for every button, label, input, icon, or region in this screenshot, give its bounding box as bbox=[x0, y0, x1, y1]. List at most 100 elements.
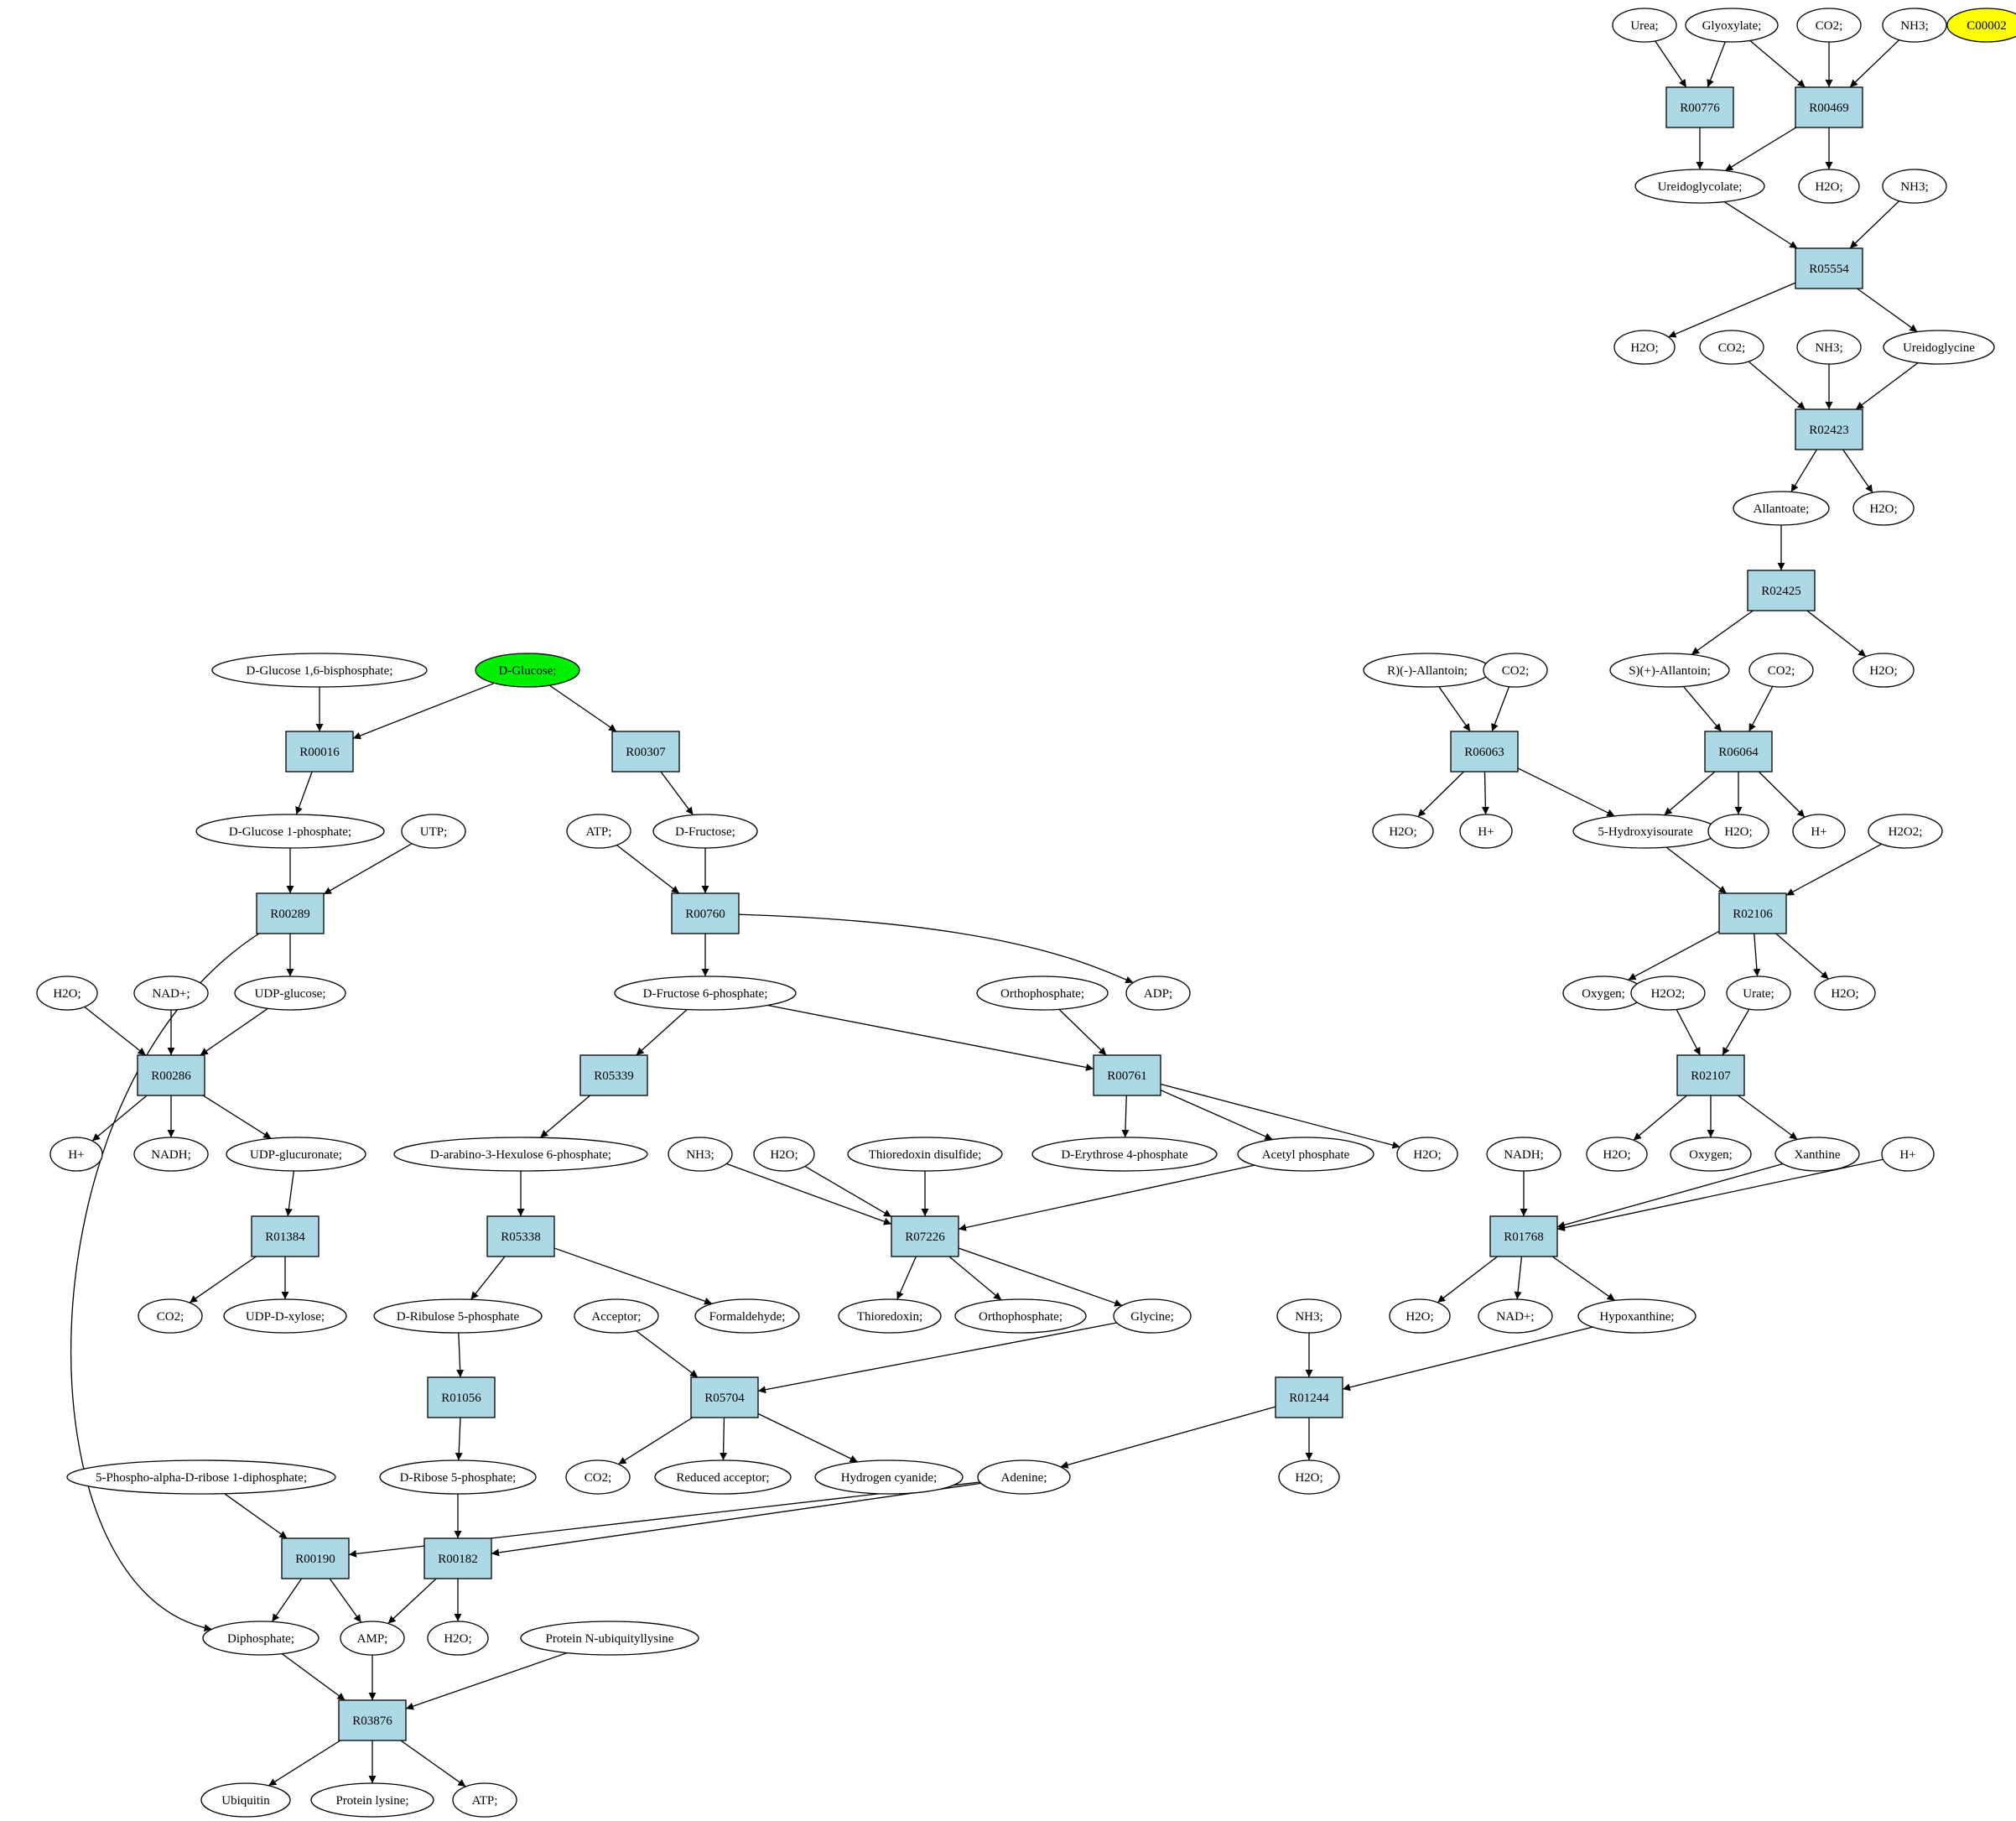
compound-node-reducedacceptor[interactable]: Reduced acceptor; bbox=[654, 1459, 792, 1495]
compound-node-h2o2_b[interactable]: H2O2; bbox=[1630, 976, 1706, 1011]
reaction-node-R00760[interactable]: R00760 bbox=[671, 892, 740, 934]
compound-node-h2o2_a[interactable]: H2O2; bbox=[1868, 814, 1943, 849]
compound-node-acetylphosphate[interactable]: Acetyl phosphate bbox=[1237, 1137, 1374, 1172]
compound-node-h2o_b[interactable]: H2O; bbox=[1613, 330, 1676, 365]
compound-node-nh3_a[interactable]: NH3; bbox=[1882, 8, 1947, 43]
compound-node-hplus_c[interactable]: H+ bbox=[1881, 1137, 1935, 1172]
compound-node-nh3_e[interactable]: NH3; bbox=[668, 1137, 733, 1172]
compound-node-h2o_n[interactable]: H2O; bbox=[427, 1621, 489, 1656]
compound-node-orthophosphate_a[interactable]: Orthophosphate; bbox=[976, 976, 1109, 1011]
compound-node-adenine[interactable]: Adenine; bbox=[977, 1459, 1071, 1495]
compound-node-c00002[interactable]: C00002 bbox=[1946, 8, 2016, 43]
compound-node-adp[interactable]: ADP; bbox=[1125, 976, 1191, 1011]
compound-node-glc16bp[interactable]: D-Glucose 1,6-bisphosphate; bbox=[211, 653, 428, 688]
compound-node-atp_a[interactable]: ATP; bbox=[566, 814, 631, 849]
compound-node-utp[interactable]: UTP; bbox=[401, 814, 466, 849]
compound-node-nadplus_a[interactable]: NAD+; bbox=[133, 976, 209, 1011]
compound-node-ribose5p[interactable]: D-Ribose 5-phosphate; bbox=[379, 1459, 537, 1495]
compound-node-urea[interactable]: Urea; bbox=[1612, 8, 1677, 43]
compound-node-hcn[interactable]: Hydrogen cyanide; bbox=[814, 1459, 964, 1495]
reaction-node-R00190[interactable]: R00190 bbox=[281, 1537, 350, 1579]
reaction-node-R02106[interactable]: R02106 bbox=[1718, 892, 1787, 934]
compound-node-amp[interactable]: AMP; bbox=[340, 1621, 405, 1656]
compound-node-xanthine[interactable]: Xanthine bbox=[1774, 1137, 1860, 1172]
compound-node-co2_f[interactable]: CO2; bbox=[565, 1459, 631, 1495]
compound-node-h2o_d[interactable]: H2O; bbox=[1852, 653, 1915, 688]
compound-node-glc1p[interactable]: D-Glucose 1-phosphate; bbox=[195, 814, 385, 849]
compound-node-ribulose5p[interactable]: D-Ribulose 5-phosphate bbox=[373, 1298, 543, 1334]
compound-node-h2o_a[interactable]: H2O; bbox=[1798, 169, 1860, 204]
compound-node-co2_a[interactable]: CO2; bbox=[1796, 8, 1862, 43]
compound-node-nadplus_b[interactable]: NAD+; bbox=[1478, 1298, 1553, 1334]
compound-node-formaldehyde[interactable]: Formaldehyde; bbox=[694, 1298, 800, 1334]
compound-node-ureidoglycolate[interactable]: Ureidoglycolate; bbox=[1634, 169, 1765, 204]
compound-node-h2o_h[interactable]: H2O; bbox=[1586, 1137, 1648, 1172]
reaction-node-R03876[interactable]: R03876 bbox=[338, 1699, 407, 1741]
reaction-node-R01056[interactable]: R01056 bbox=[427, 1376, 496, 1418]
compound-node-h2o_f[interactable]: H2O; bbox=[1707, 814, 1769, 849]
compound-node-h2o_g[interactable]: H2O; bbox=[1814, 976, 1876, 1011]
compound-node-h2o_e[interactable]: H2O; bbox=[1372, 814, 1434, 849]
compound-node-orthophosphate_b[interactable]: Orthophosphate; bbox=[954, 1298, 1087, 1334]
compound-node-atp_b[interactable]: ATP; bbox=[452, 1782, 517, 1818]
compound-node-r_allantoin[interactable]: R)(-)-Allantoin; bbox=[1363, 653, 1492, 688]
compound-node-hplus_d[interactable]: H+ bbox=[49, 1137, 103, 1172]
reaction-node-R01384[interactable]: R01384 bbox=[251, 1215, 320, 1257]
compound-node-oxygen_b[interactable]: Oxygen; bbox=[1670, 1137, 1752, 1172]
compound-node-hydroxyisourate[interactable]: 5-Hydroxyisourate bbox=[1572, 814, 1718, 849]
compound-node-udpglucuronate[interactable]: UDP-glucuronate; bbox=[226, 1137, 366, 1172]
compound-node-h2o_j[interactable]: H2O; bbox=[1278, 1459, 1340, 1495]
compound-node-co2_e[interactable]: CO2; bbox=[138, 1298, 203, 1334]
reaction-node-R07226[interactable]: R07226 bbox=[891, 1215, 959, 1257]
compound-node-arabinohex[interactable]: D-arabino-3-Hexulose 6-phosphate; bbox=[393, 1137, 648, 1172]
compound-node-proteinubl[interactable]: Protein N-ubiquityllysine bbox=[520, 1621, 699, 1656]
reaction-node-R05554[interactable]: R05554 bbox=[1795, 247, 1863, 289]
compound-node-acceptor[interactable]: Acceptor; bbox=[574, 1298, 659, 1334]
compound-node-proteinlysine[interactable]: Protein lysine; bbox=[310, 1782, 434, 1818]
reaction-node-R00761[interactable]: R00761 bbox=[1093, 1054, 1161, 1096]
compound-node-nh3_d[interactable]: NH3; bbox=[1276, 1298, 1342, 1334]
compound-node-prpp[interactable]: 5-Phospho-alpha-D-ribose 1-diphosphate; bbox=[66, 1459, 336, 1495]
compound-node-glyoxylate[interactable]: Glyoxylate; bbox=[1685, 8, 1779, 43]
compound-node-nh3_c[interactable]: NH3; bbox=[1796, 330, 1862, 365]
reaction-node-R02423[interactable]: R02423 bbox=[1795, 408, 1863, 450]
compound-node-thioredoxin[interactable]: Thioredoxin; bbox=[838, 1298, 942, 1334]
compound-node-nadh_b[interactable]: NADH; bbox=[1486, 1137, 1561, 1172]
compound-node-hplus_a[interactable]: H+ bbox=[1459, 814, 1513, 849]
reaction-node-R00776[interactable]: R00776 bbox=[1665, 86, 1734, 128]
reaction-node-R00289[interactable]: R00289 bbox=[256, 892, 325, 934]
compound-node-ubiquitin[interactable]: Ubiquitin bbox=[200, 1782, 291, 1818]
compound-node-s_allantoin[interactable]: S)(+)-Allantoin; bbox=[1609, 653, 1730, 688]
compound-node-dfructose[interactable]: D-Fructose; bbox=[652, 814, 758, 849]
compound-node-h2o_m[interactable]: H2O; bbox=[1396, 1137, 1458, 1172]
reaction-node-R00016[interactable]: R00016 bbox=[285, 731, 354, 773]
compound-node-udpglucose[interactable]: UDP-glucose; bbox=[234, 976, 346, 1011]
compound-node-co2_c[interactable]: CO2; bbox=[1483, 653, 1548, 688]
compound-node-dglucose[interactable]: D-Glucose; bbox=[475, 653, 580, 688]
compound-node-ery4p[interactable]: D-Erythrose 4-phosphate bbox=[1031, 1137, 1218, 1172]
reaction-node-R02425[interactable]: R02425 bbox=[1747, 570, 1816, 611]
compound-node-ureidoglycine[interactable]: Ureidoglycine bbox=[1883, 330, 1995, 365]
compound-node-nh3_b[interactable]: NH3; bbox=[1882, 169, 1947, 204]
reaction-node-R00286[interactable]: R00286 bbox=[137, 1054, 205, 1096]
compound-node-hypoxanthine[interactable]: Hypoxanthine; bbox=[1577, 1298, 1696, 1334]
reaction-node-R05338[interactable]: R05338 bbox=[486, 1215, 555, 1257]
reaction-node-R00307[interactable]: R00307 bbox=[611, 731, 680, 773]
reaction-node-R00469[interactable]: R00469 bbox=[1795, 86, 1863, 128]
reaction-node-R01244[interactable]: R01244 bbox=[1275, 1376, 1343, 1418]
compound-node-udpxylose[interactable]: UDP-D-xylose; bbox=[223, 1298, 347, 1334]
reaction-node-R06063[interactable]: R06063 bbox=[1450, 731, 1519, 773]
reaction-node-R05704[interactable]: R05704 bbox=[690, 1376, 759, 1418]
compound-node-nadh_a[interactable]: NADH; bbox=[133, 1137, 209, 1172]
compound-node-glycine[interactable]: Glycine; bbox=[1113, 1298, 1192, 1334]
reaction-node-R02107[interactable]: R02107 bbox=[1676, 1054, 1745, 1096]
reaction-node-R06064[interactable]: R06064 bbox=[1704, 731, 1773, 773]
compound-node-hplus_b[interactable]: H+ bbox=[1792, 814, 1846, 849]
compound-node-h2o_i[interactable]: H2O; bbox=[1389, 1298, 1451, 1334]
reaction-node-R00182[interactable]: R00182 bbox=[423, 1537, 492, 1579]
compound-node-h2o_k[interactable]: H2O; bbox=[36, 976, 98, 1011]
compound-node-diphosphate[interactable]: Diphosphate; bbox=[202, 1621, 320, 1656]
compound-node-h2o_l[interactable]: H2O; bbox=[753, 1137, 815, 1172]
reaction-node-R05339[interactable]: R05339 bbox=[579, 1054, 648, 1096]
compound-node-urate[interactable]: Urate; bbox=[1726, 976, 1791, 1011]
